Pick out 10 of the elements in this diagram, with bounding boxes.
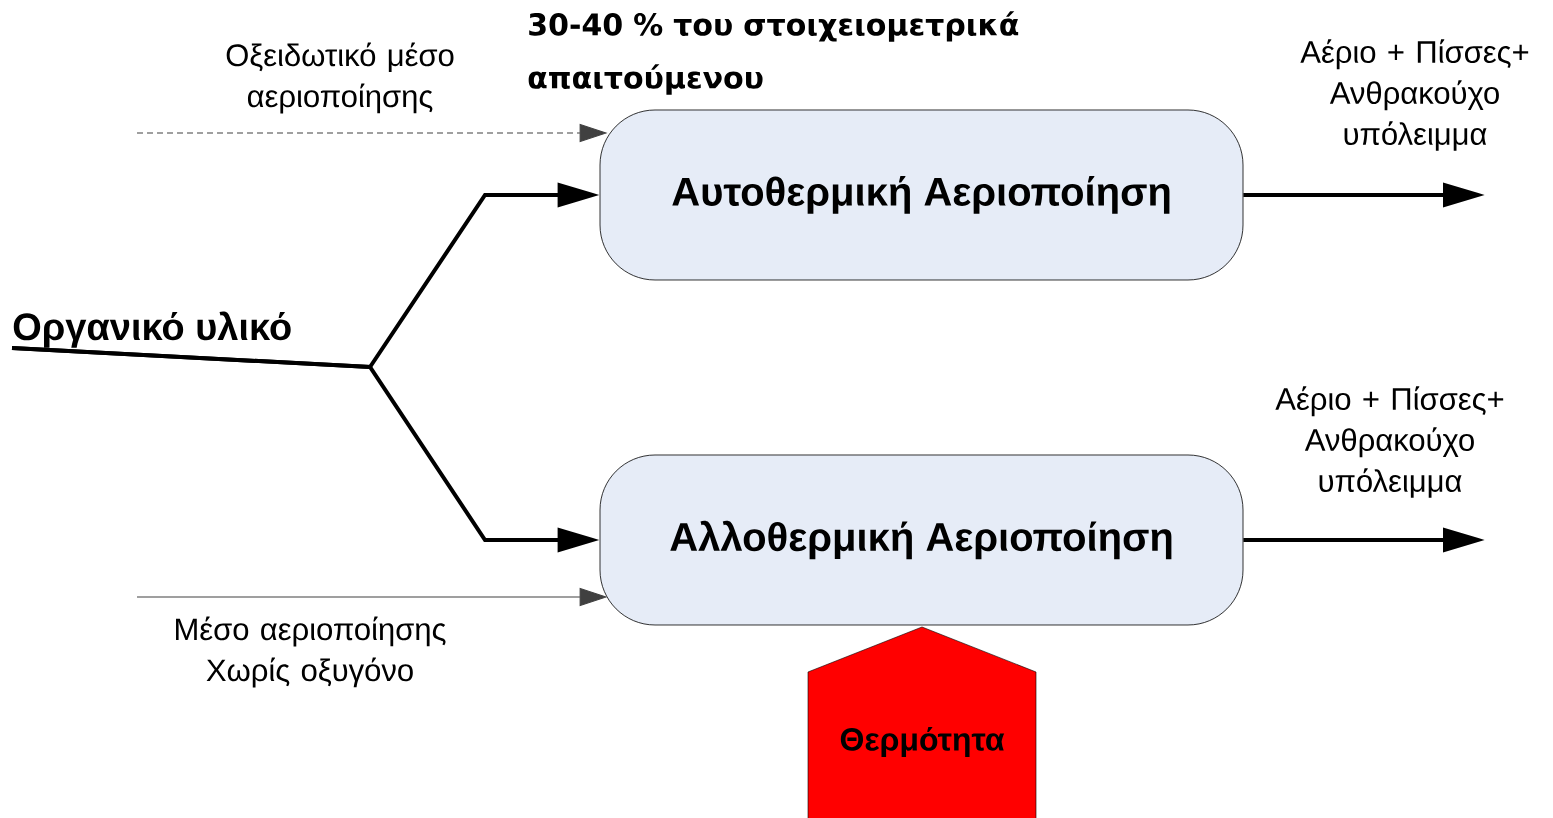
input-label: Οργανικό υλικό [13,311,291,348]
edge-label: Μέσο αεριοποίησης Χωρίς οξυγόνο [176,616,446,688]
process-box: Αλλοθερμική Αεριοποίηση [599,454,1244,626]
arrow [136,588,607,606]
edge-label: Αέριο + Πίσσες+ Ανθρακούχο υπόλειμμα [1300,39,1529,151]
edge-label: Οξειδωτικό μέσο αεριοποίησης [226,42,454,114]
process-box: Αυτοθερμική Αεριοποίηση [599,109,1244,281]
arrow [136,124,607,142]
edge-label: Αέριο + Πίσσες+ Ανθρακούχο υπόλειμμα [1275,386,1504,498]
annotation-text: 30-40 % του στοιχειομετρικά απαιτούμενου [528,11,1019,95]
